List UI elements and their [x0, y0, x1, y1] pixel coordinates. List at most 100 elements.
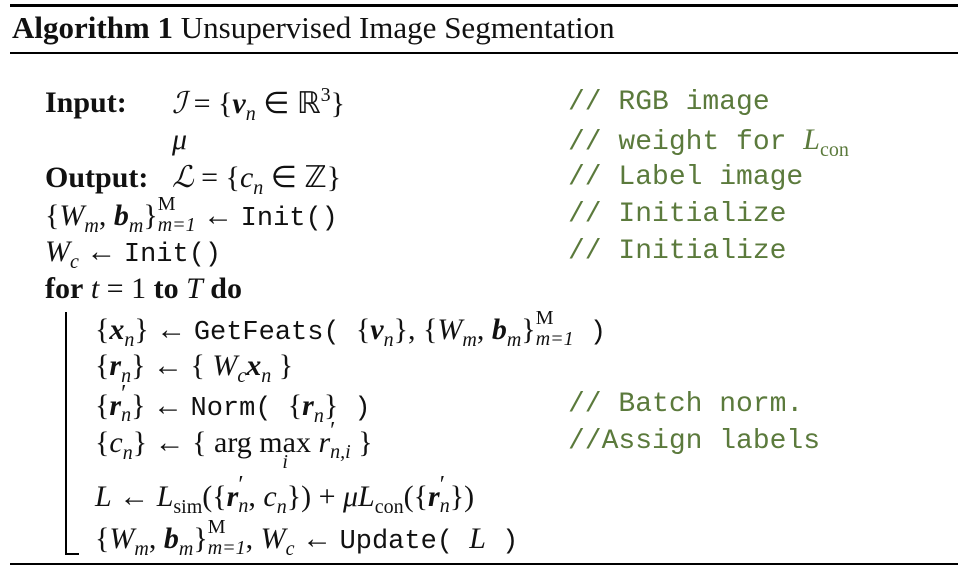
- expr-token: n: [245, 103, 256, 125]
- expr-token: L: [469, 521, 486, 555]
- expr-token: c: [70, 251, 79, 273]
- expr-token: to: [153, 272, 179, 305]
- algorithm-name: Unsupervised Image Segmentation: [180, 10, 615, 45]
- expr-token: }: [521, 312, 536, 346]
- expr-token: ′n,i: [330, 419, 351, 463]
- expr-token: W: [260, 521, 286, 555]
- expr-token: for: [45, 272, 84, 305]
- expr-token: ): [573, 317, 607, 348]
- subscript: n: [121, 404, 132, 426]
- expr-token: ,: [476, 312, 492, 346]
- subscript: n: [238, 495, 249, 517]
- expr-token: ({: [202, 479, 227, 513]
- line-comment: // Label image: [568, 160, 803, 196]
- expr-token: b: [163, 521, 179, 555]
- expr-token: Update(: [339, 526, 470, 557]
- line-expression: μ: [172, 122, 187, 158]
- expr-token: r: [302, 388, 314, 422]
- expr-token: μL: [343, 479, 375, 513]
- loop-bracket-end: [65, 553, 79, 555]
- expr-token: ←: [195, 198, 241, 232]
- expr-token: {: [355, 312, 371, 346]
- title-rule: [10, 52, 958, 54]
- expr-token: c: [285, 537, 295, 560]
- line-expression: ℒ = {cn ∈ ℤ}: [172, 160, 341, 198]
- superscript: ′: [121, 381, 127, 407]
- line-expression: Wc ← Init(): [45, 235, 221, 272]
- expr-token: m: [462, 328, 477, 351]
- subscript: n: [439, 495, 450, 517]
- algorithm-line: Wc ← Init(): [45, 234, 221, 272]
- expr-token: n: [383, 328, 394, 351]
- line-label: Output:: [45, 161, 148, 194]
- top-rule: [10, 4, 958, 7]
- algorithm-label: Algorithm 1: [12, 10, 174, 45]
- expr-token: ℐ: [172, 87, 187, 120]
- expr-token: }: [330, 87, 346, 120]
- expr-token: }: [350, 425, 373, 459]
- expr-token: con: [374, 495, 404, 518]
- expr-token: = {: [186, 87, 233, 120]
- expr-token: ): [338, 393, 371, 424]
- superscript: ′: [439, 472, 445, 498]
- subscript: n,i: [330, 441, 351, 463]
- expr-token: n: [276, 495, 287, 518]
- expr-token: }: [143, 198, 158, 232]
- algorithm-line: Output: ℒ = {cn ∈ ℤ}: [45, 160, 341, 198]
- expr-token: c: [239, 161, 254, 194]
- expr-token: ∈ ℤ}: [263, 161, 342, 194]
- line-expression: L ← Lsim({r′n, cn}) + μLcon({r′n}): [95, 473, 474, 517]
- expr-token: }: [323, 388, 339, 422]
- subscript: m=1: [157, 214, 196, 236]
- expr-token: m: [128, 214, 144, 237]
- line-comment: // Initialize: [568, 197, 786, 233]
- operator: max: [259, 425, 311, 459]
- expr-token: r: [109, 388, 122, 422]
- comment-token: // Batch norm.: [568, 389, 804, 420]
- expr-token: W: [212, 349, 238, 382]
- expr-token: } ←: [131, 388, 191, 422]
- expr-token: x: [246, 349, 262, 382]
- expr-token: r: [318, 425, 331, 459]
- expr-token: sim: [173, 495, 203, 518]
- expr-token: n: [253, 177, 264, 199]
- expr-token: {: [95, 349, 110, 382]
- label-token: Output:: [45, 161, 149, 194]
- expr-token: }: [193, 521, 208, 555]
- expr-token: r: [109, 349, 122, 382]
- expr-token: T: [186, 272, 203, 305]
- expr-token: W: [437, 312, 463, 346]
- operator-index: i: [282, 450, 288, 473]
- comment-token: // Label image: [568, 162, 804, 193]
- expr-token: W: [109, 521, 135, 555]
- line-expression: ℐ = {vn ∈ ℝ3}: [172, 85, 345, 124]
- algorithm-line: L ← Lsim({r′n, cn}) + μLcon({r′n}): [95, 473, 474, 517]
- line-comment: // RGB image: [568, 85, 770, 121]
- expr-token: ←: [78, 235, 124, 268]
- expr-token: ℒ: [172, 161, 194, 194]
- expr-token: GetFeats(: [193, 317, 356, 348]
- line-comment: // Batch norm.: [568, 387, 803, 423]
- expr-token: ): [485, 526, 519, 557]
- line-comment: // Initialize: [568, 234, 786, 270]
- line-comment: //Assign labels: [568, 424, 820, 460]
- expr-token: Init(): [240, 203, 338, 234]
- loop-bracket: [65, 312, 67, 555]
- expr-token: r: [226, 479, 239, 513]
- algorithm-line: for t = 1 to T do: [45, 271, 242, 307]
- line-comment: // weight for Lcon: [568, 122, 849, 160]
- expr-token: ,: [98, 198, 114, 232]
- expr-token: W: [59, 198, 85, 232]
- expr-token: } ← { arg: [132, 425, 260, 459]
- expr-token: ←: [111, 479, 157, 513]
- comment-token: // RGB image: [568, 87, 770, 118]
- expr-token: [179, 272, 187, 305]
- expr-token: c: [109, 425, 123, 459]
